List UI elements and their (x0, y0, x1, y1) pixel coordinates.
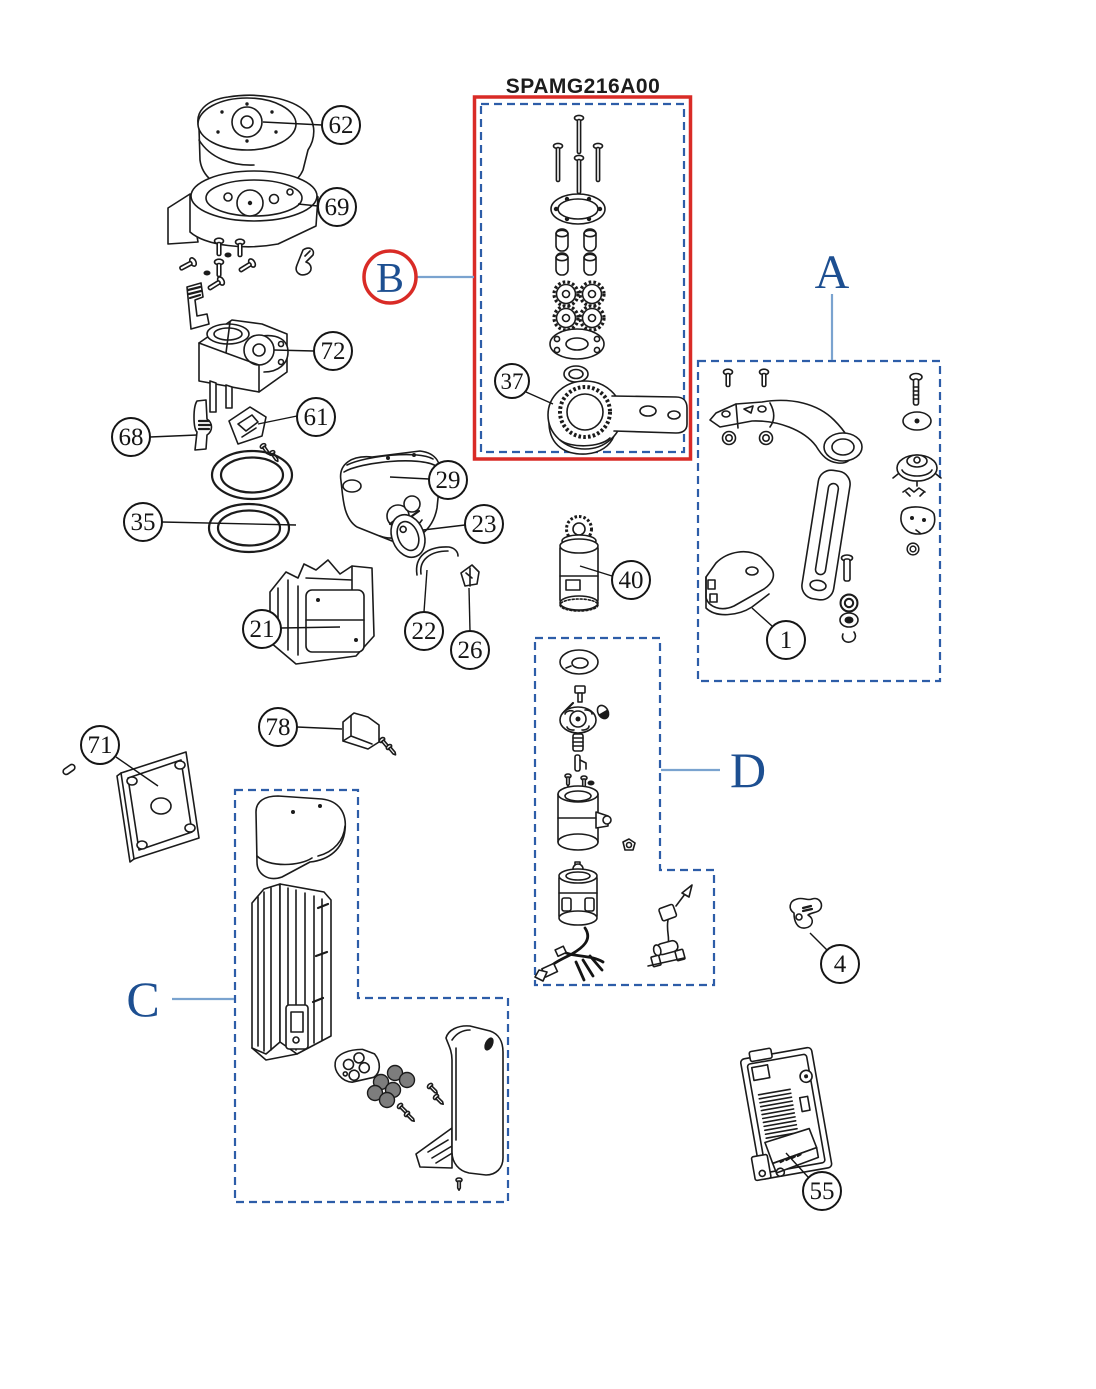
callout-62: 62 (262, 105, 361, 145)
part-37-drawing (547, 380, 688, 455)
callout-55: 55 (785, 1152, 842, 1211)
part-71-drawing (62, 751, 200, 863)
callout-71: 71 (80, 725, 159, 787)
screw-cluster-drawing (177, 237, 258, 294)
dashed-box-c (233, 788, 510, 1204)
callout-number: 23 (472, 511, 497, 538)
section-c-parts-drawing (251, 795, 504, 1191)
callout-number: 22 (412, 618, 437, 645)
section-letter-a: A (815, 246, 850, 299)
part-62-drawing (197, 94, 315, 192)
part-22-drawing (415, 546, 459, 576)
callout-number: 37 (501, 369, 524, 394)
retainer-bracket-drawing (186, 282, 210, 330)
callout-number: 62 (329, 112, 354, 139)
upper-oring-drawing (210, 449, 294, 501)
callout-78: 78 (258, 707, 343, 747)
callout-4: 4 (809, 932, 860, 984)
part-23-drawing (390, 513, 426, 559)
part-4-drawing (789, 897, 823, 929)
section-label-d: D (661, 742, 766, 798)
callout-72: 72 (273, 331, 353, 371)
callout-number: 78 (266, 714, 291, 741)
small-clip-drawing (295, 247, 315, 276)
callout-1: 1 (751, 607, 806, 660)
callout-26: 26 (450, 587, 490, 670)
callout-69: 69 (297, 187, 357, 227)
callout-68: 68 (111, 417, 198, 457)
part-21-drawing (269, 559, 375, 665)
callout-61: 61 (257, 397, 336, 437)
section-letter-b-circle (362, 249, 418, 305)
part-68-drawing (193, 399, 213, 451)
part-35-drawing (207, 502, 291, 554)
part-61-drawing (228, 406, 282, 464)
section-letter-c: C (126, 971, 159, 1027)
callout-number: 61 (304, 404, 329, 431)
part-26-drawing (460, 564, 480, 587)
callout-number: 72 (321, 338, 346, 365)
part-55-drawing (739, 1046, 833, 1182)
callout-40: 40 (579, 560, 651, 600)
section-d-parts-drawing (534, 649, 693, 982)
section-letter-d: D (730, 742, 766, 798)
part-1-drawing (705, 550, 775, 616)
part-69-drawing (167, 170, 319, 248)
callout-number: 55 (810, 1178, 835, 1205)
callout-number: 71 (88, 732, 113, 759)
callout-number: 26 (458, 637, 483, 664)
callout-29: 29 (389, 460, 468, 500)
highlight-box-b (472, 95, 693, 461)
dashed-box-a (696, 359, 942, 683)
section-letter-b: B (376, 256, 404, 302)
part-40-drawing (559, 515, 599, 612)
callout-22: 22 (404, 569, 444, 651)
callout-number: 29 (436, 467, 461, 494)
callout-number: 21 (250, 616, 275, 643)
diagram-title: SPAMG216A00 (506, 75, 661, 98)
callout-number: 40 (619, 567, 644, 594)
callout-number: 69 (325, 194, 350, 221)
callout-number: 68 (119, 424, 144, 451)
section-a-parts-drawing (709, 368, 942, 643)
callout-35: 35 (123, 502, 297, 542)
section-label-c: C (126, 971, 234, 1027)
callout-number: 4 (834, 951, 847, 978)
dashed-box-d (533, 636, 716, 987)
section-label-b: B (362, 249, 474, 305)
callout-number: 35 (131, 509, 156, 536)
part-78-drawing (342, 712, 399, 758)
callout-37: 37 (494, 363, 554, 405)
section-b-parts-drawing (549, 114, 606, 383)
callout-circle (321, 105, 361, 145)
section-label-a: A (815, 246, 850, 360)
callout-23: 23 (422, 504, 504, 544)
callout-number: 1 (780, 627, 793, 654)
part-72-drawing (198, 319, 289, 413)
callout-21: 21 (242, 609, 341, 649)
